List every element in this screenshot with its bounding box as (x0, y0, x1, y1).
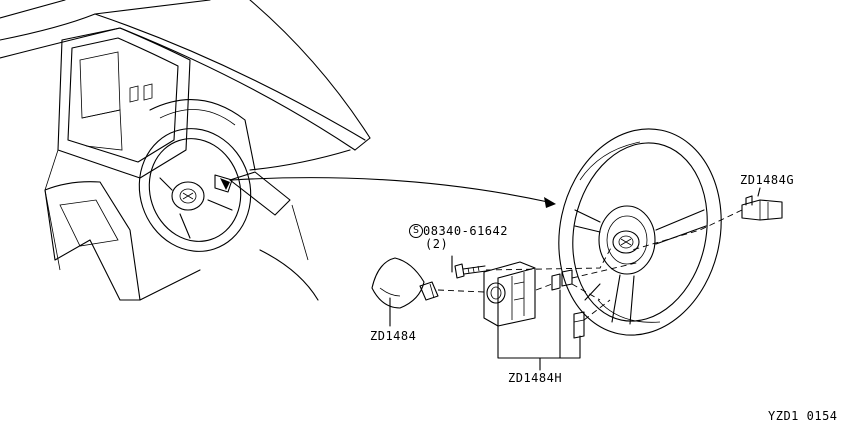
bolt-qty-label: (2) (425, 237, 449, 251)
leader-arrow (231, 177, 556, 208)
airbag-module-icon (371, 257, 439, 309)
bolt-icon (454, 263, 487, 279)
switch-part-label: ZD1484H (508, 371, 563, 385)
steering-wheel (558, 128, 722, 336)
bolt-part-label: 08340-61642 (423, 224, 508, 238)
airbag-part-label: ZD1484 (370, 329, 417, 343)
clip-part-label: ZD1484G (740, 173, 795, 187)
dashboard-illustration (0, 0, 371, 301)
bolt-type-symbol: S (409, 224, 423, 238)
figure-code-label: YZD1 0154 (768, 409, 838, 423)
switch-module-icon (483, 261, 585, 339)
clip-part-icon (741, 195, 783, 221)
leader-lines (389, 187, 761, 371)
alignment-lines (437, 209, 743, 321)
